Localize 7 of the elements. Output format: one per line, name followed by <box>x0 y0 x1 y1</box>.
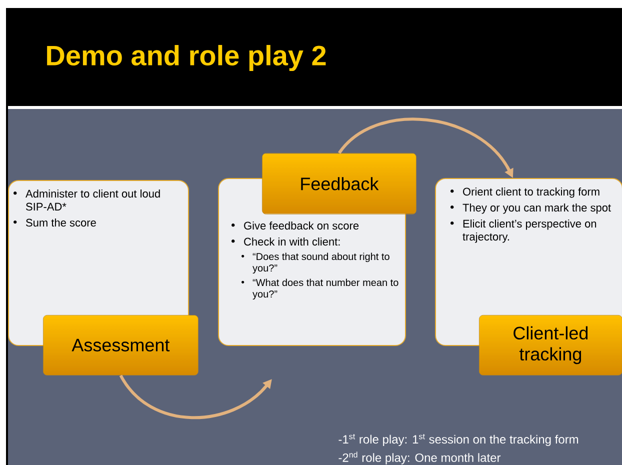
curved-arrow <box>119 374 272 420</box>
step-label: Feedback <box>262 153 416 214</box>
footnote: -1$^{st}$ role play: 1$^{st}$ session on the tracking form <box>338 434 578 446</box>
slide-title: Demo and role play 2 <box>47 44 326 72</box>
step-label: Assessment <box>43 315 198 376</box>
footnote: -2$^{nd}$ role play: One month later <box>338 452 501 464</box>
step-label: Client-led tracking <box>479 315 622 376</box>
